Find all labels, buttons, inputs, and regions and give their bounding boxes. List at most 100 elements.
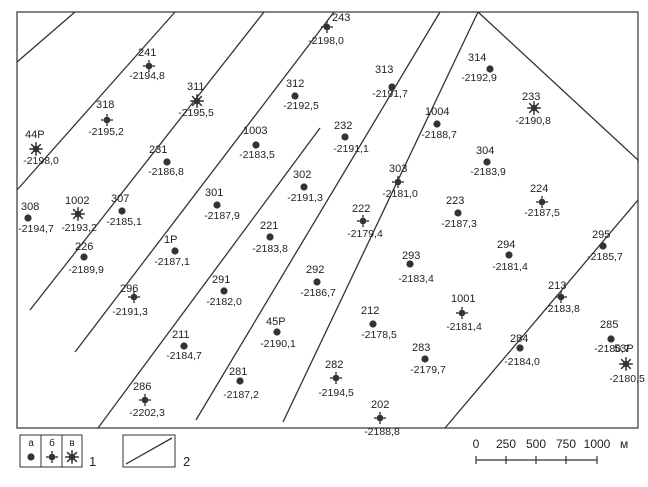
isoline [16, 11, 76, 63]
well-44р: 44Р-2198,0 [23, 129, 59, 167]
well-312: 312-2192,5 [283, 78, 319, 112]
legend-box-1 [19, 434, 83, 468]
well-1004: 1004-2188,7 [421, 106, 457, 141]
well-depth-label: -2194,5 [318, 387, 354, 399]
well-id-label: 45Р [266, 316, 286, 328]
well-depth-label: -2185,7 [587, 251, 623, 263]
well-marker-dot-ticks [555, 291, 567, 303]
well-marker-dot [599, 242, 607, 250]
isolines [16, 11, 639, 429]
well-301: 301-2187,9 [204, 187, 240, 222]
well-283: 283 -2179,7 [410, 342, 446, 376]
well-marker-dot [341, 133, 349, 141]
well-213: 213-2183,8 [544, 280, 580, 315]
well-307: 307-2185,1 [106, 193, 142, 228]
well-marker-dot [171, 247, 179, 255]
isoline [29, 11, 265, 311]
well-id-label: 1003 [243, 125, 267, 137]
well-id-label: 304 [476, 145, 494, 157]
well-depth-label: -2192,9 [461, 72, 497, 84]
well-1003: 1003-2183,5 [239, 125, 275, 161]
well-id-label: 312 [286, 78, 304, 90]
well-id-label: 44Р [25, 129, 45, 141]
well-id-label: 224 [530, 183, 548, 195]
well-marker-dot-ticks [330, 372, 342, 384]
isoline [97, 127, 321, 429]
well-depth-label: -2180,5 [609, 373, 645, 385]
well-291: 291 -2182,0 [206, 274, 242, 308]
legend-number-1: 1 [89, 454, 96, 469]
well-depth-label: -2179,4 [347, 228, 383, 240]
scale-tick-label: 250 [496, 437, 516, 451]
well-depth-label: -2195,5 [178, 107, 214, 119]
well-231: 231-2186,8 [148, 144, 184, 178]
well-id-label: 313 [375, 64, 393, 76]
well-318: 318-2195,2 [88, 99, 124, 138]
legend: а б в 1 2 [19, 434, 190, 469]
well-marker-dot [291, 92, 299, 100]
well-depth-label: -2179,7 [410, 364, 446, 376]
well-marker-dot [266, 233, 274, 241]
well-marker-dot [163, 158, 171, 166]
well-id-label: 314 [468, 52, 486, 64]
well-depth-label: -2182,0 [206, 296, 242, 308]
well-marker-dot-ticks [321, 21, 333, 33]
well-depth-label: -2191,3 [287, 192, 323, 204]
well-id-label: 212 [361, 305, 379, 317]
scale-tick-label: 0 [473, 437, 480, 451]
well-depth-label: -2191,7 [372, 88, 408, 100]
well-marker-dot [180, 342, 188, 350]
well-marker-dot-ticks [128, 291, 140, 303]
well-marker-dot [454, 209, 462, 217]
well-303: 303-2181,0 [382, 163, 418, 200]
well-233: 233-2190,8 [515, 91, 551, 127]
well-295: 295-2185,7 [587, 229, 623, 263]
well-id-label: 1Р [164, 234, 177, 246]
well-depth-label: -2194,8 [129, 70, 165, 82]
well-id-label: 292 [306, 264, 324, 276]
well-depth-label: -2191,3 [112, 306, 148, 318]
well-marker-dot [24, 214, 32, 222]
well-284: 284-2184,0 [504, 333, 540, 368]
well-depth-label: -2187,3 [441, 218, 477, 230]
well-depth-label: -2183,8 [252, 243, 288, 255]
legend-line-symbol [125, 437, 173, 465]
well-marker-dot [118, 207, 126, 215]
well-id-label: 308 [21, 201, 39, 213]
well-id-label: 291 [212, 274, 230, 286]
scale-tick-label: 500 [526, 437, 546, 451]
well-marker-dot [406, 260, 414, 268]
well-282: 282 -2194,5 [318, 359, 354, 399]
well-id-label: 53Р [614, 343, 634, 355]
well-286: 286-2202,3 [129, 381, 165, 419]
well-marker-dot [80, 253, 88, 261]
well-depth-label: -2189,9 [68, 264, 104, 276]
well-marker-dot-ticks [456, 307, 468, 319]
well-id-label: 303 [389, 163, 407, 175]
well-depth-label: -2181,4 [492, 261, 528, 273]
well-202: 202-2188,8 [364, 399, 400, 438]
well-depth-label: -2183,4 [398, 273, 434, 285]
well-depth-label: -2187,9 [204, 210, 240, 222]
well-marker-star [527, 101, 541, 115]
wells-layer: 243-2198,0241-2194,8311-2195,5312-2192,5… [18, 12, 645, 438]
well-id-label: 283 [412, 342, 430, 354]
well-id-label: 1004 [425, 106, 449, 118]
well-id-label: 282 [325, 359, 343, 371]
legend-sub-a: а [28, 438, 34, 449]
well-45р: 45Р-2190,1 [260, 316, 296, 350]
well-id-label: 211 [172, 329, 190, 341]
scale-tick-label: 750 [556, 437, 576, 451]
well-232: 232-2191,1 [333, 120, 369, 155]
well-marker-dot [486, 65, 494, 73]
well-285: 285-2180,7 [594, 319, 630, 355]
well-marker-dot-ticks [143, 60, 155, 72]
well-marker-dot [220, 287, 228, 295]
well-marker-dot [433, 120, 441, 128]
well-id-label: 307 [111, 193, 129, 205]
legend-sub-b: б [49, 437, 55, 449]
well-id-label: 241 [138, 47, 156, 59]
well-id-label: 213 [548, 280, 566, 292]
legend-sub-v: в [69, 438, 74, 449]
well-1002: 1002-2193,2 [61, 195, 97, 234]
